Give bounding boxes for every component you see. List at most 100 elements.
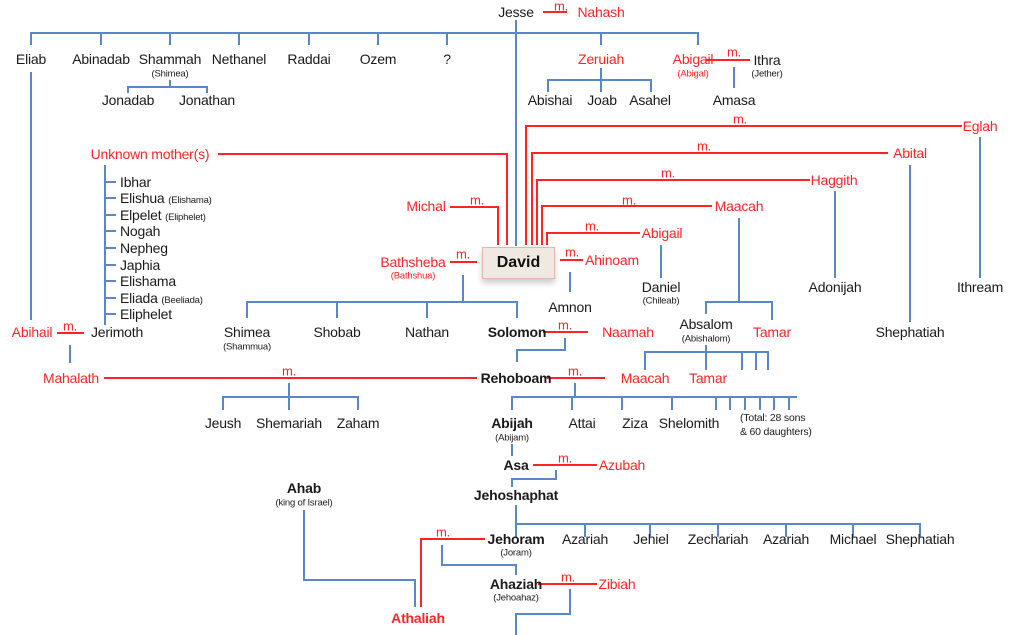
alt-name: (Abigal)	[677, 68, 709, 80]
marriage-label: m.	[560, 569, 576, 585]
marriage-label: m.	[62, 318, 78, 334]
person-tamar: Tamar	[753, 324, 791, 340]
person-jesse: Jesse	[498, 4, 534, 20]
person-ahab: Ahab	[286, 480, 322, 496]
unknown-mothers-line	[218, 153, 508, 245]
marriage-label: m.	[455, 246, 471, 262]
person-abigail-sister: Abigail	[672, 51, 714, 67]
alt-name: (Joram)	[500, 547, 532, 559]
person-abishai: Abishai	[527, 92, 573, 108]
alt-name: (Abishalom)	[681, 333, 731, 345]
person-shemariah: Shemariah	[256, 415, 322, 431]
marriage-label: m.	[621, 192, 637, 208]
marriage-label: m.	[584, 218, 600, 234]
person-asa: Asa	[503, 457, 529, 473]
alt-name: (Abijam)	[495, 432, 529, 444]
person-michal: Michal	[406, 198, 446, 214]
marriage-label: m.	[567, 363, 583, 379]
person-azariah: Azariah	[561, 531, 609, 547]
person-zeruiah: Zeruiah	[577, 51, 625, 67]
person-jehoram: Jehoram	[487, 531, 545, 547]
person-elishama: Elishama	[120, 273, 176, 289]
person-daniel: Daniel	[641, 279, 681, 295]
person-ithream: Ithream	[956, 279, 1004, 295]
person-solomon: Solomon	[487, 324, 547, 340]
marriage-label: m.	[435, 524, 451, 540]
marriage-label: m.	[732, 111, 748, 127]
person-athaliah: Athaliah	[391, 610, 445, 626]
name: Elishua	[120, 189, 165, 206]
alt-name: (Bathshua)	[390, 270, 436, 282]
marriage-label: m.	[469, 192, 485, 208]
person-shammah: Shammah	[138, 51, 202, 67]
person-zaham: Zaham	[336, 415, 380, 431]
person-asahel: Asahel	[629, 92, 671, 108]
person-azubah: Azubah	[598, 457, 646, 473]
person-ozem: Ozem	[359, 51, 397, 67]
person-unknown-son: ?	[443, 51, 451, 67]
name: Elpelet	[120, 206, 162, 223]
person-amasa: Amasa	[712, 92, 756, 108]
alt-name: (Elishama)	[168, 194, 212, 206]
person-michael: Michael	[829, 531, 877, 547]
person-joab: Joab	[587, 92, 617, 108]
alt-name: (Jether)	[751, 68, 783, 80]
person-shephatiah: Shephatiah	[875, 324, 945, 340]
person-maacah: Maacah	[620, 370, 670, 386]
person-elishua: Elishua (Elishama)	[120, 191, 212, 206]
person-maacah-wife: Maacah	[714, 198, 764, 214]
person-mahalath: Mahalath	[43, 370, 99, 386]
person-nethanel: Nethanel	[211, 51, 267, 67]
total-children-note: (Total: 28 sons	[740, 411, 806, 424]
marriage-label: m.	[557, 317, 573, 333]
marriage-label: m.	[553, 0, 569, 14]
marriage-label: m.	[696, 138, 712, 154]
person-tamar: Tamar	[689, 370, 727, 386]
person-ahaziah: Ahaziah	[489, 576, 543, 592]
person-eliab: Eliab	[15, 51, 47, 67]
alt-name: (Eliphelet)	[165, 211, 206, 223]
alt-name: (Beeliada)	[161, 294, 203, 306]
alt-name: (Shimea)	[151, 68, 189, 80]
person-ithra: Ithra	[753, 52, 781, 68]
name: Eliada	[120, 289, 158, 306]
person-eliphelet: Eliphelet	[120, 306, 172, 322]
person-nepheg: Nepheg	[120, 240, 168, 256]
person-jonathan: Jonathan	[178, 92, 236, 108]
person-japhia: Japhia	[120, 257, 161, 273]
person-jehoshaphat: Jehoshaphat	[473, 487, 559, 503]
person-nogah: Nogah	[120, 223, 161, 239]
person-elpelet: Elpelet (Eliphelet)	[120, 208, 206, 223]
alt-name: (Shammua)	[223, 341, 271, 353]
person-shimea: Shimea	[223, 324, 271, 340]
person-nathan: Nathan	[405, 324, 449, 340]
marriage-label: m.	[660, 165, 676, 181]
person-naamah: Naamah	[602, 324, 654, 340]
marriage-label: m.	[726, 44, 742, 60]
person-shobab: Shobab	[313, 324, 361, 340]
person-abijah: Abijah	[491, 415, 533, 431]
person-amnon: Amnon	[548, 299, 592, 315]
alt-name: (Chileab)	[642, 295, 680, 307]
person-abinadab: Abinadab	[72, 51, 130, 67]
person-zibiah: Zibiah	[598, 576, 636, 592]
person-azariah: Azariah	[762, 531, 810, 547]
person-eglah: Eglah	[962, 118, 998, 134]
person-jehiel: Jehiel	[633, 531, 669, 547]
marriage-label: m.	[281, 363, 297, 379]
total-children-note: & 60 daughters)	[740, 425, 812, 438]
person-jeush: Jeush	[204, 415, 242, 431]
person-bathsheba: Bathsheba	[380, 254, 446, 270]
alt-name: (Jehoahaz)	[493, 592, 539, 604]
person-ibhar: Ibhar	[120, 174, 151, 190]
person-shephatiah: Shephatiah	[885, 531, 955, 547]
person-raddai: Raddai	[287, 51, 331, 67]
person-eliada: Eliada (Beeliada)	[120, 291, 203, 306]
person-ahinoam: Ahinoam	[585, 252, 639, 268]
person-abigail-wife: Abigail	[641, 225, 683, 241]
alt-name: (king of Israel)	[275, 497, 333, 509]
person-ziza: Ziza	[622, 415, 648, 431]
person-attai: Attai	[568, 415, 596, 431]
person-nahash: Nahash	[577, 4, 625, 20]
